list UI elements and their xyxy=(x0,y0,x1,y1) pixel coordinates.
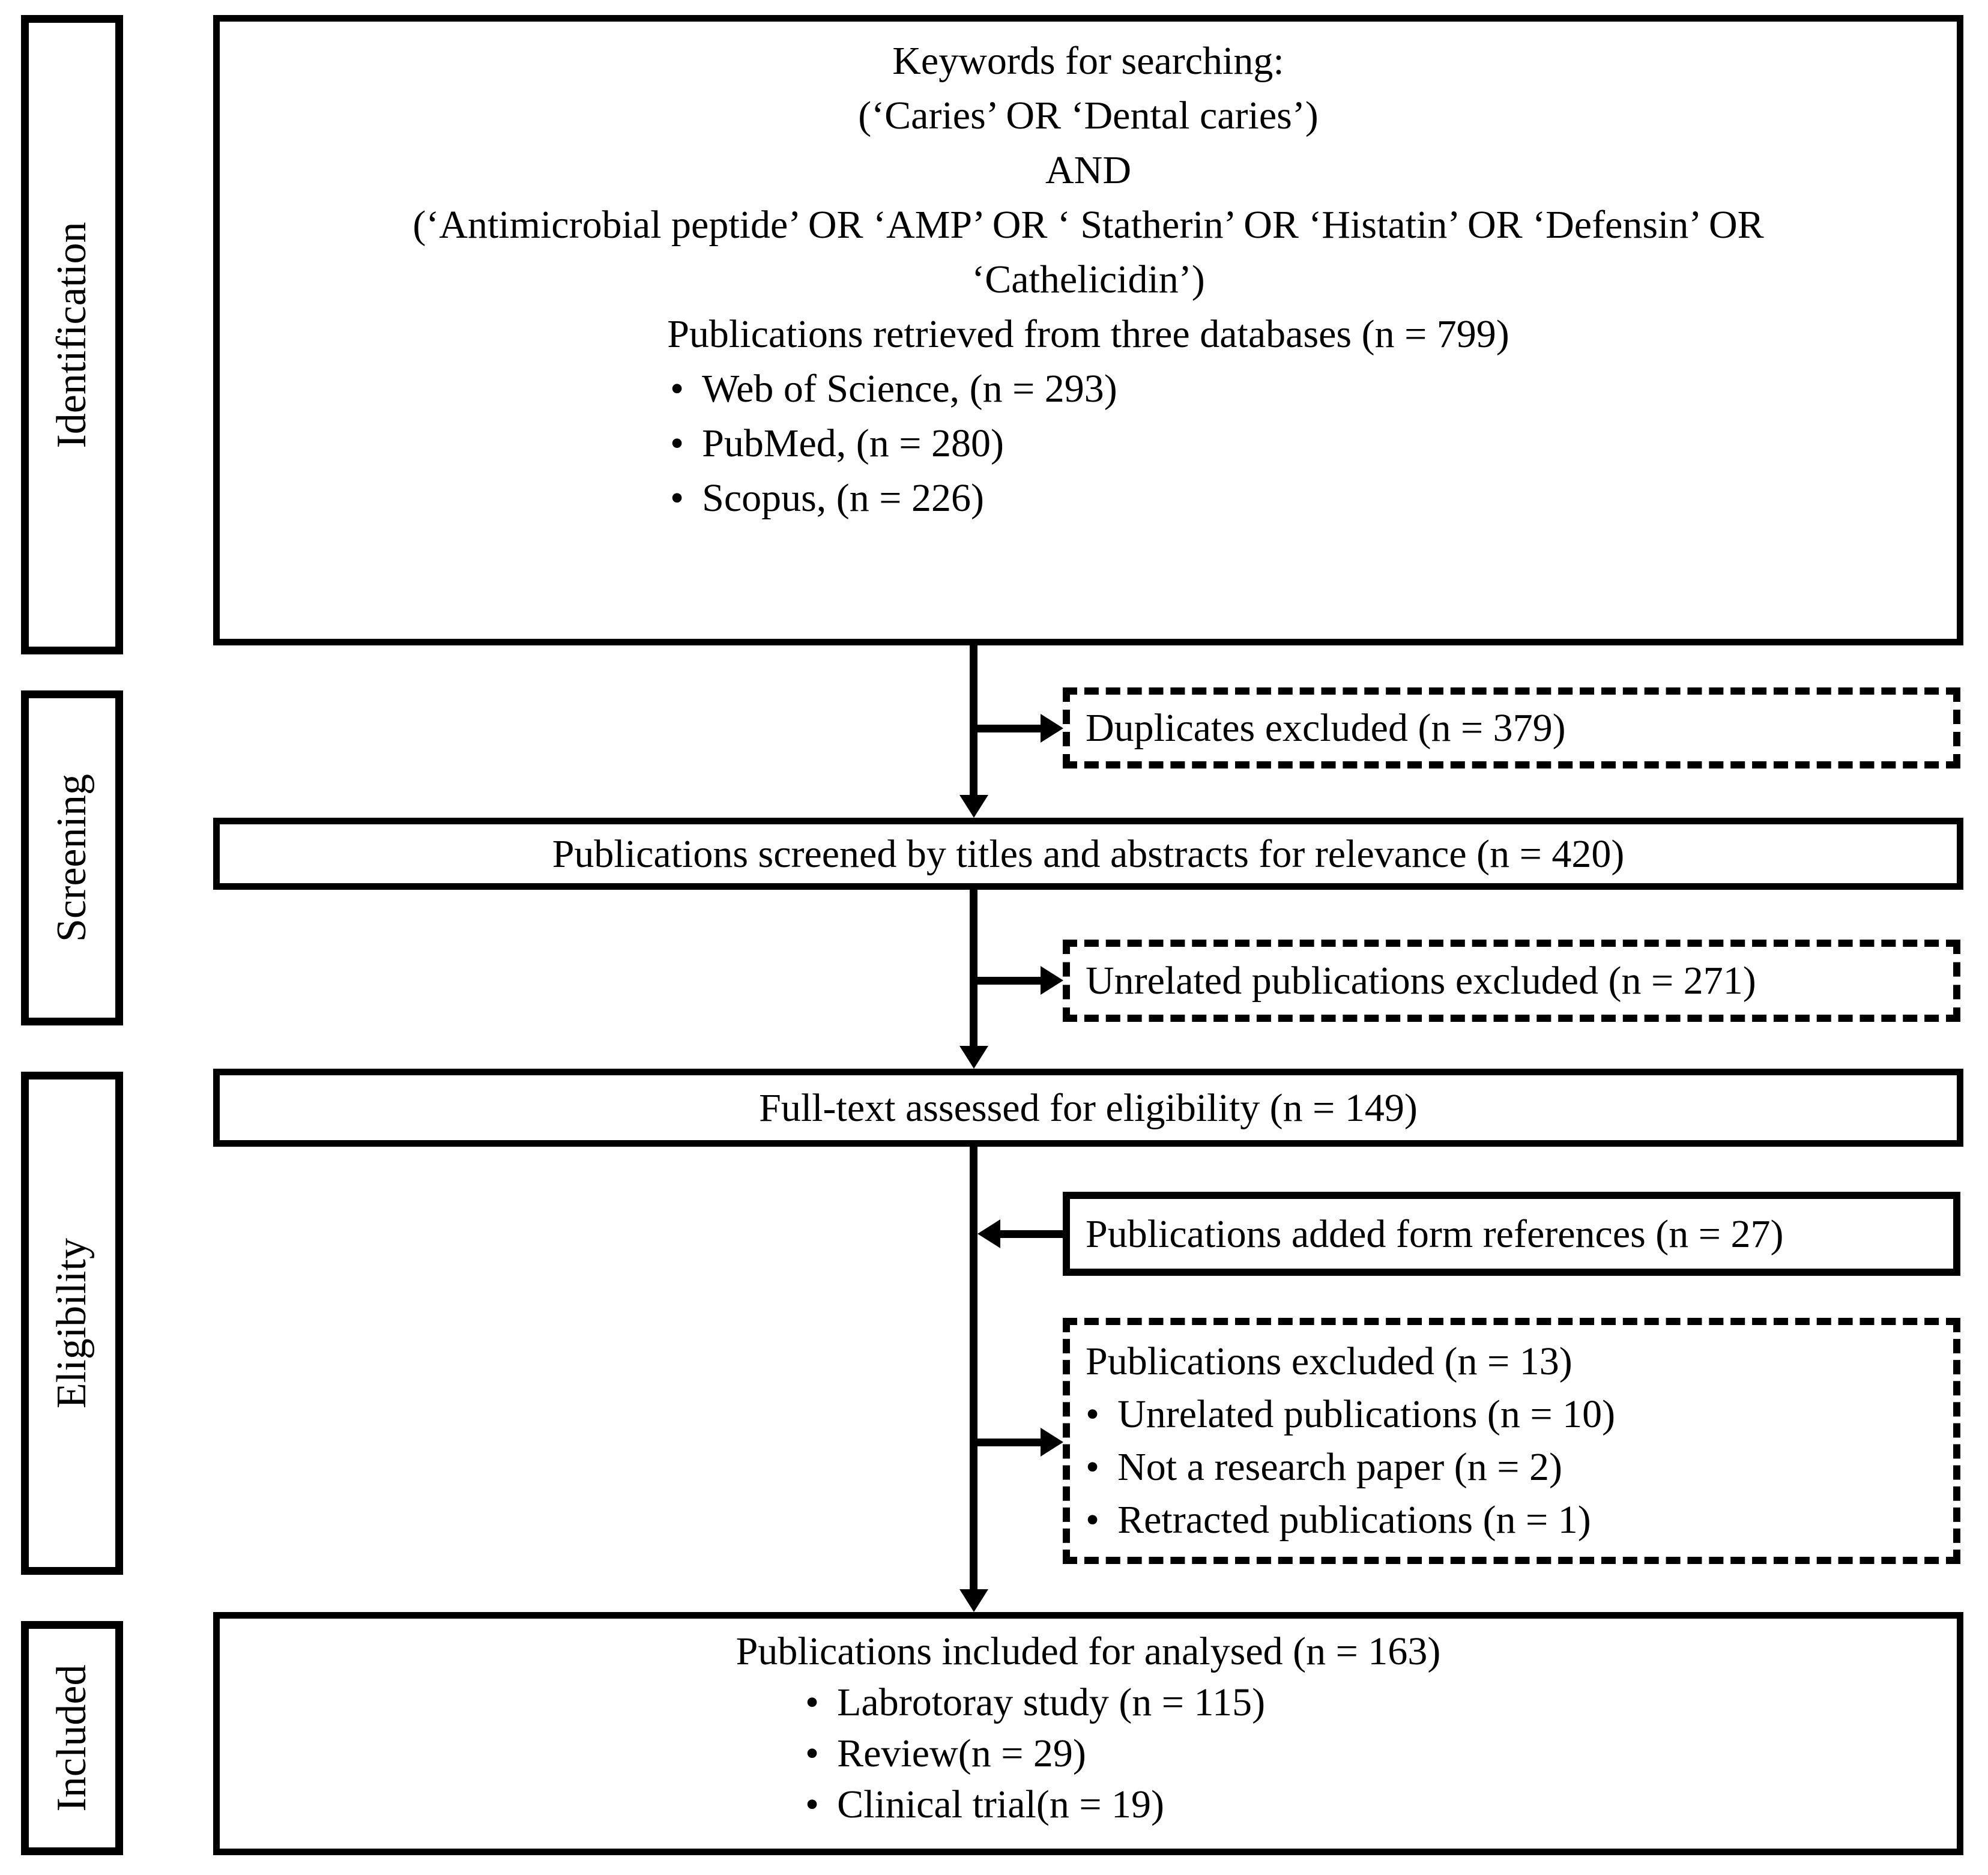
included-title: Publications included for analysed (n = … xyxy=(736,1629,1441,1673)
list-item: • Retracted publications (n = 1) xyxy=(1086,1494,1947,1547)
bullet-icon: • xyxy=(1086,1392,1100,1436)
screened-box: Publications screened by titles and abst… xyxy=(213,818,1963,890)
stage-label-eligibility: Eligibility xyxy=(49,1238,95,1409)
bullet-icon: • xyxy=(670,421,684,465)
stage-label-included: Included xyxy=(49,1664,95,1812)
screened-text: Publications screened by titles and abst… xyxy=(552,832,1625,876)
stage-box-identification: Identification xyxy=(21,15,123,654)
list-item: • Clinical trial(n = 19) xyxy=(805,1779,1957,1830)
excluded-not-research: Not a research paper (n = 2) xyxy=(1117,1445,1562,1489)
bullet-icon: • xyxy=(1086,1498,1100,1542)
list-item: • PubMed, (n = 280) xyxy=(670,416,1957,471)
list-item: • Scopus, (n = 226) xyxy=(670,471,1957,525)
database-scopus: Scopus, (n = 226) xyxy=(702,476,984,520)
keywords-query-line-1: (‘Caries’ OR ‘Dental caries’) xyxy=(858,94,1319,137)
left-arrow-icon xyxy=(977,1219,1000,1248)
down-arrow-icon xyxy=(959,1046,988,1069)
down-arrow-icon xyxy=(959,795,988,818)
retrieved-line: Publications retrieved from three databa… xyxy=(667,312,1509,356)
keywords-box: Keywords for searching: (‘Caries’ OR ‘De… xyxy=(213,15,1963,645)
duplicates-excluded-box: Duplicates excluded (n = 379) xyxy=(1063,687,1960,768)
fulltext-text: Full-text assessed for eligibility (n = … xyxy=(759,1085,1418,1130)
added-references-text: Publications added form references (n = … xyxy=(1086,1212,1784,1256)
stage-label-screening: Screening xyxy=(49,774,95,942)
keywords-query-line-4: ‘Cathelicidin’) xyxy=(971,258,1205,301)
bullet-icon: • xyxy=(805,1783,820,1826)
flow-line-screening-to-eligibility xyxy=(970,890,977,1047)
keywords-query-line-2: AND xyxy=(1045,148,1131,192)
branch-line-duplicates xyxy=(970,725,1042,732)
unrelated-excluded-box: Unrelated publications excluded (n = 271… xyxy=(1063,940,1960,1022)
database-pubmed: PubMed, (n = 280) xyxy=(702,421,1004,465)
bullet-icon: • xyxy=(670,476,684,520)
list-item: • Unrelated publications (n = 10) xyxy=(1086,1388,1947,1441)
stage-box-screening: Screening xyxy=(21,690,123,1025)
flow-line-eligibility-to-included xyxy=(970,1147,977,1590)
keywords-title: Keywords for searching: xyxy=(892,39,1284,83)
branch-line-added-references xyxy=(999,1230,1063,1238)
flow-line-identification-to-screening xyxy=(970,645,977,797)
included-bullet-list: • Labrotoray study (n = 115) • Review(n = … xyxy=(805,1677,1957,1830)
duplicates-excluded-text: Duplicates excluded (n = 379) xyxy=(1086,706,1566,750)
stage-box-eligibility: Eligibility xyxy=(21,1072,123,1575)
bullet-icon: • xyxy=(1086,1445,1100,1489)
bullet-icon: • xyxy=(805,1680,820,1724)
list-item: • Review(n = 29) xyxy=(805,1728,1957,1779)
excluded-retracted: Retracted publications (n = 1) xyxy=(1117,1498,1591,1542)
list-item: • Not a research paper (n = 2) xyxy=(1086,1441,1947,1494)
stage-label-identification: Identification xyxy=(49,221,95,448)
added-references-box: Publications added form references (n = … xyxy=(1063,1192,1960,1276)
down-arrow-icon xyxy=(959,1589,988,1612)
included-clinical: Clinical trial(n = 19) xyxy=(837,1783,1165,1826)
unrelated-excluded-text: Unrelated publications excluded (n = 271… xyxy=(1086,959,1756,1003)
stage-box-included: Included xyxy=(21,1621,123,1855)
right-arrow-icon xyxy=(1041,1428,1063,1457)
right-arrow-icon xyxy=(1041,966,1063,995)
database-web-of-science: Web of Science, (n = 293) xyxy=(702,367,1117,411)
right-arrow-icon xyxy=(1041,714,1063,743)
excluded-title: Publications excluded (n = 13) xyxy=(1086,1339,1573,1383)
database-bullet-list: • Web of Science, (n = 293) • PubMed, (n =… xyxy=(670,361,1957,525)
list-item: • Web of Science, (n = 293) xyxy=(670,361,1957,416)
list-item: • Labrotoray study (n = 115) xyxy=(805,1677,1957,1728)
included-review: Review(n = 29) xyxy=(837,1732,1086,1775)
publications-excluded-box: Publications excluded (n = 13) • Unrelate… xyxy=(1063,1318,1960,1564)
included-laboratory: Labrotoray study (n = 115) xyxy=(837,1680,1266,1724)
branch-line-unrelated xyxy=(970,977,1042,985)
bullet-icon: • xyxy=(670,367,684,411)
keywords-query-line-3: (‘Antimicrobial peptide’ OR ‘AMP’ OR ‘ S… xyxy=(412,203,1764,247)
included-box: Publications included for analysed (n = … xyxy=(213,1612,1963,1855)
fulltext-box: Full-text assessed for eligibility (n = … xyxy=(213,1069,1963,1147)
branch-line-excluded xyxy=(970,1439,1042,1446)
excluded-unrelated: Unrelated publications (n = 10) xyxy=(1117,1392,1616,1436)
bullet-icon: • xyxy=(805,1732,820,1775)
